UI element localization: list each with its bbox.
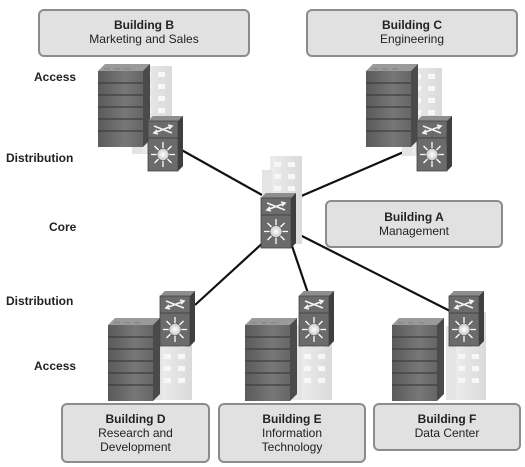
building-e-devices bbox=[244, 290, 335, 402]
building-b-box[interactable]: Building B Marketing and Sales bbox=[38, 9, 250, 57]
network-links bbox=[177, 143, 453, 313]
distribution-switch-icon[interactable] bbox=[159, 290, 196, 347]
building-d-subtitle-line2: Development bbox=[100, 440, 171, 454]
building-e-subtitle-line2: Technology bbox=[261, 440, 323, 454]
access-switch-stack-icon bbox=[391, 317, 445, 402]
building-b-devices bbox=[97, 63, 184, 172]
access-switch-stack-icon bbox=[365, 63, 419, 148]
building-c-title: Building C bbox=[382, 18, 442, 32]
building-e-box[interactable]: Building E Information Technology bbox=[218, 403, 366, 463]
building-f-title: Building F bbox=[417, 412, 477, 426]
building-d-title: Building D bbox=[105, 412, 166, 426]
building-d-box[interactable]: Building D Research and Development bbox=[61, 403, 210, 463]
building-d-devices bbox=[107, 290, 196, 402]
building-c-subtitle: Engineering bbox=[379, 32, 445, 46]
building-b-title: Building B bbox=[114, 18, 174, 32]
building-c-devices bbox=[365, 63, 453, 172]
building-a-box[interactable]: Building A Management bbox=[325, 200, 503, 248]
building-c-box[interactable]: Building C Engineering bbox=[306, 9, 518, 57]
core-switch-icon[interactable] bbox=[260, 192, 297, 249]
level-label-distribution-top: Distribution bbox=[6, 151, 74, 165]
building-a-title: Building A bbox=[384, 210, 444, 224]
access-switch-stack-icon bbox=[244, 317, 298, 402]
building-f-box[interactable]: Building F Data Center bbox=[373, 403, 521, 451]
level-label-core: Core bbox=[49, 220, 77, 234]
building-f-devices bbox=[391, 290, 486, 402]
building-f-subtitle: Data Center bbox=[414, 426, 480, 440]
level-label-access-top: Access bbox=[34, 70, 77, 84]
level-label-distribution-bottom: Distribution bbox=[6, 294, 74, 308]
building-e-title: Building E bbox=[262, 412, 322, 426]
building-e-subtitle-line1: Information bbox=[261, 426, 323, 440]
link-core-building-c bbox=[291, 143, 421, 202]
building-a-subtitle: Management bbox=[378, 224, 450, 238]
link-core-building-f bbox=[293, 231, 453, 313]
access-switch-stack-icon bbox=[107, 317, 161, 402]
link-core-building-b bbox=[177, 147, 263, 196]
level-label-access-bottom: Access bbox=[34, 359, 77, 373]
distribution-switch-icon[interactable] bbox=[416, 115, 453, 172]
access-switch-stack-icon bbox=[97, 63, 151, 148]
distribution-switch-icon[interactable] bbox=[298, 290, 335, 347]
distribution-switch-icon[interactable] bbox=[448, 290, 485, 347]
building-b-subtitle: Marketing and Sales bbox=[89, 32, 199, 46]
building-d-subtitle-line1: Research and bbox=[98, 426, 173, 440]
distribution-switch-icon[interactable] bbox=[147, 115, 184, 172]
link-core-building-d bbox=[194, 239, 267, 306]
core-devices bbox=[260, 156, 302, 249]
